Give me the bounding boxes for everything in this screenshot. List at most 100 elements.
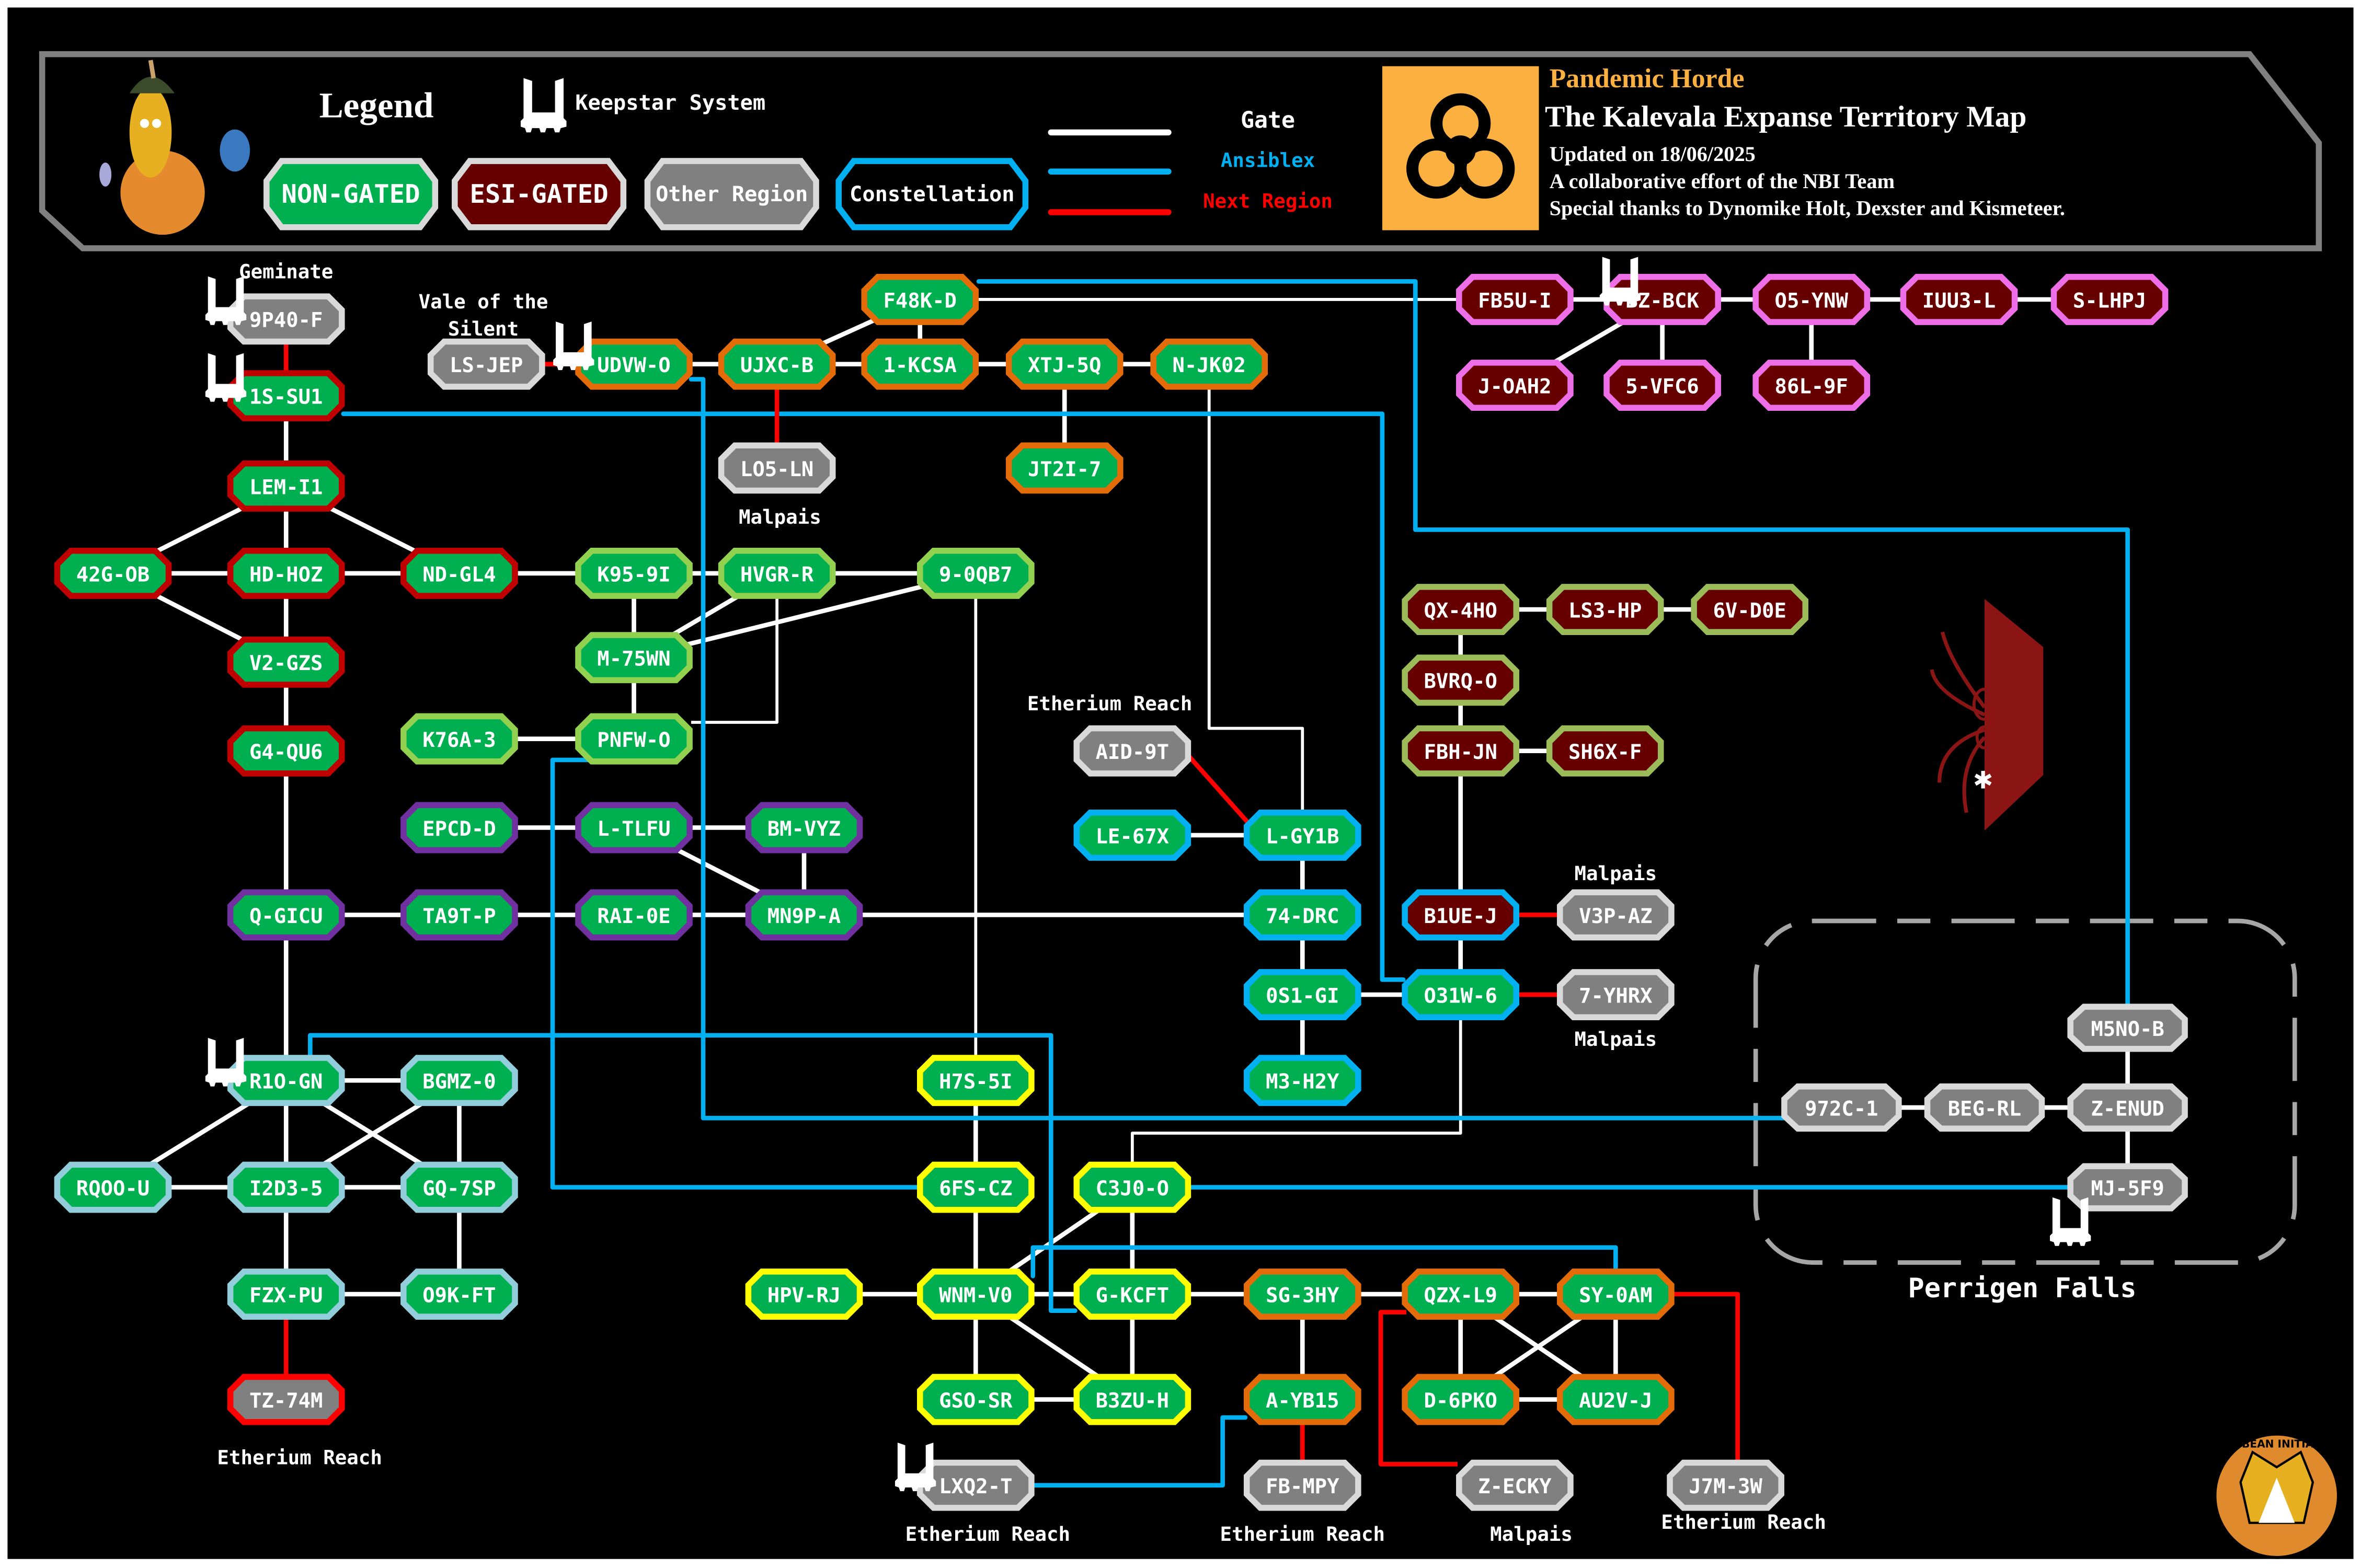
system-node-n-jk02[interactable]: N-JK02: [1150, 338, 1268, 390]
system-name: O31W-6: [1424, 984, 1497, 1008]
system-node-6fs-cz[interactable]: 6FS-CZ: [916, 1161, 1035, 1213]
system-node-1-kcsa[interactable]: 1-KCSA: [861, 338, 979, 390]
system-node-74-drc[interactable]: 74-DRC: [1243, 889, 1361, 941]
system-node-6v-d0e[interactable]: 6V-D0E: [1691, 584, 1809, 635]
system-node-bvrq-o[interactable]: BVRQ-O: [1402, 654, 1520, 706]
system-node-0s1-gi[interactable]: 0S1-GI: [1243, 969, 1361, 1021]
system-node-m3-h2y[interactable]: M3-H2Y: [1243, 1055, 1361, 1106]
system-node-g4-qu6[interactable]: G4-QU6: [227, 725, 345, 777]
system-name: B3ZU-H: [1096, 1389, 1169, 1413]
system-node-shape: [1243, 1055, 1361, 1106]
system-node-v3p-az[interactable]: V3P-AZ: [1557, 889, 1675, 941]
system-name: UDVW-O: [597, 354, 670, 377]
system-node-z-ecky[interactable]: Z-ECKY: [1456, 1459, 1574, 1511]
system-node-jt2i-7[interactable]: JT2I-7: [1005, 442, 1124, 494]
system-node-j7m-3w[interactable]: J7M-3W: [1667, 1459, 1784, 1511]
legend-esi-gated: ESI-GATED: [452, 158, 627, 230]
system-node-au2v-j[interactable]: AU2V-J: [1557, 1374, 1675, 1425]
system-node-qx-4ho[interactable]: QX-4HO: [1402, 584, 1520, 635]
system-node-fzx-pu[interactable]: FZX-PU: [227, 1269, 345, 1320]
system-node-fbh-jn[interactable]: FBH-JN: [1402, 725, 1520, 777]
system-node-l-tlfu[interactable]: L-TLFU: [575, 802, 693, 854]
system-node-fb-mpy[interactable]: FB-MPY: [1243, 1459, 1361, 1511]
region-label: Malpais: [1574, 862, 1657, 885]
system-node-qzx-l9[interactable]: QZX-L9: [1402, 1269, 1520, 1320]
system-node-b1ue-j[interactable]: B1UE-J: [1402, 889, 1520, 941]
system-name: G-KCFT: [1096, 1284, 1169, 1307]
system-node-lo5-ln[interactable]: LO5-LN: [718, 442, 836, 494]
system-node-sh6x-f[interactable]: SH6X-F: [1546, 725, 1664, 777]
system-node-gso-sr[interactable]: GSO-SR: [916, 1374, 1035, 1425]
system-node-9p40-f[interactable]: 9P40-F: [205, 276, 345, 345]
system-node-z-enud[interactable]: Z-ENUD: [2067, 1083, 2188, 1132]
system-node-c3j0-o[interactable]: C3J0-O: [1073, 1161, 1191, 1213]
system-node-d-6pko[interactable]: D-6PKO: [1402, 1374, 1520, 1425]
system-node-fb5u-i[interactable]: FB5U-I: [1456, 273, 1574, 325]
legend-node-label: NON-GATED: [281, 179, 420, 209]
system-node-m5no-b[interactable]: M5NO-B: [2067, 1004, 2188, 1052]
system-node-shape: [1073, 1374, 1191, 1425]
system-node-hpv-rj[interactable]: HPV-RJ: [745, 1269, 863, 1320]
system-node-o5-ynw[interactable]: O5-YNW: [1752, 273, 1871, 325]
system-node-sg-3hy[interactable]: SG-3HY: [1243, 1269, 1361, 1320]
system-node-7-yhrx[interactable]: 7-YHRX: [1557, 969, 1675, 1021]
system-node-beg-rl[interactable]: BEG-RL: [1924, 1083, 2045, 1132]
system-node-xtj-5q[interactable]: XTJ-5Q: [1005, 338, 1124, 390]
system-node-ls3-hp[interactable]: LS3-HP: [1546, 584, 1664, 635]
system-node-hd-hoz[interactable]: HD-HOZ: [227, 547, 345, 599]
system-node-1s-su1[interactable]: 1S-SU1: [205, 353, 345, 422]
system-node-mj-5f9[interactable]: MJ-5F9: [2049, 1163, 2188, 1246]
system-node-q-gicu[interactable]: Q-GICU: [227, 889, 345, 941]
system-name: XTJ-5Q: [1028, 354, 1101, 377]
system-node-972c-1[interactable]: 972C-1: [1781, 1083, 1902, 1132]
system-node-i2d3-5[interactable]: I2D3-5: [227, 1161, 345, 1213]
system-node-iuu3-l[interactable]: IUU3-L: [1900, 273, 2018, 325]
system-node-le-67x[interactable]: LE-67X: [1073, 809, 1191, 861]
system-node-wnm-v0[interactable]: WNM-V0: [916, 1269, 1035, 1320]
system-node-5-vfc6[interactable]: 5-VFC6: [1603, 360, 1721, 411]
system-node-g-kcft[interactable]: G-KCFT: [1073, 1269, 1191, 1320]
system-node-rqoo-u[interactable]: RQOO-U: [54, 1161, 172, 1213]
system-node-86l-9f[interactable]: 86L-9F: [1752, 360, 1871, 411]
system-node-ta9t-p[interactable]: TA9T-P: [400, 889, 518, 941]
system-node-a-yb15[interactable]: A-YB15: [1243, 1374, 1361, 1425]
system-node-lem-i1[interactable]: LEM-I1: [227, 460, 345, 512]
system-node-mn9p-a[interactable]: MN9P-A: [745, 889, 863, 941]
region-label: Malpais: [739, 505, 821, 528]
system-node-ujxc-b[interactable]: UJXC-B: [718, 338, 836, 390]
system-node-tz-74m[interactable]: TZ-74M: [227, 1374, 345, 1425]
system-node-f48k-d[interactable]: F48K-D: [861, 273, 979, 325]
system-node-o31w-6[interactable]: O31W-6: [1402, 969, 1520, 1021]
system-name: HPV-RJ: [767, 1284, 841, 1307]
system-node-9-0qb7[interactable]: 9-0QB7: [916, 547, 1035, 599]
system-node-b3zu-h[interactable]: B3ZU-H: [1073, 1374, 1191, 1425]
system-node-pnfw-o[interactable]: PNFW-O: [575, 713, 693, 765]
system-node-shape: [718, 442, 836, 494]
perrigen-falls-label: Perrigen Falls: [1908, 1273, 2137, 1304]
system-node-rai-0e[interactable]: RAI-0E: [575, 889, 693, 941]
system-node-lxq2-t[interactable]: LXQ2-T: [895, 1443, 1035, 1511]
system-node-h7s-5i[interactable]: H7S-5I: [916, 1055, 1035, 1106]
system-node-42g-ob[interactable]: 42G-OB: [54, 547, 172, 599]
system-node-k76a-3[interactable]: K76A-3: [400, 713, 518, 765]
system-node-r1o-gn[interactable]: R1O-GN: [205, 1037, 345, 1106]
system-node-epcd-d[interactable]: EPCD-D: [400, 802, 518, 854]
system-node-ls-jep[interactable]: LS-JEP: [427, 338, 545, 390]
system-node-udvw-o[interactable]: UDVW-O: [553, 321, 693, 390]
system-node-bgmz-0[interactable]: BGMZ-0: [400, 1055, 518, 1106]
system-node-bm-vyz[interactable]: BM-VYZ: [745, 802, 863, 854]
system-node-j-oah2[interactable]: J-OAH2: [1456, 360, 1574, 411]
system-node-k95-9i[interactable]: K95-9I: [575, 547, 693, 599]
system-node-gq-7sp[interactable]: GQ-7SP: [400, 1161, 518, 1213]
system-node-bz-bck[interactable]: BZ-BCK: [1599, 257, 1721, 325]
system-node-aid-9t[interactable]: AID-9T: [1073, 725, 1191, 777]
system-node-nd-gl4[interactable]: ND-GL4: [400, 547, 518, 599]
system-node-v2-gzs[interactable]: V2-GZS: [227, 636, 345, 688]
system-node-l-gy1b[interactable]: L-GY1B: [1243, 809, 1361, 861]
system-node-sy-0am[interactable]: SY-0AM: [1557, 1269, 1675, 1320]
gate-link: [1207, 388, 1304, 811]
system-node-hvgr-r[interactable]: HVGR-R: [718, 547, 836, 599]
system-node-m-75wn[interactable]: M-75WN: [575, 632, 693, 684]
system-node-o9k-ft[interactable]: O9K-FT: [400, 1269, 518, 1320]
system-node-s-lhpj[interactable]: S-LHPJ: [2050, 273, 2169, 325]
